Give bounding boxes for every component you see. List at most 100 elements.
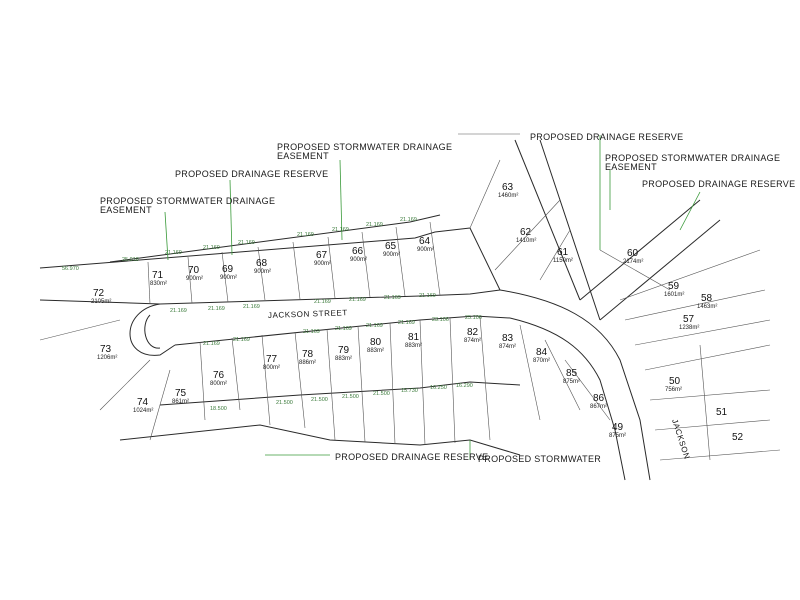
lot-area: 874m² — [499, 344, 516, 350]
lot-area: 900m² — [220, 275, 237, 281]
lot-area: 883m² — [367, 348, 384, 354]
dimension-label: 21.169 — [314, 299, 331, 305]
dimension-label: 21.500 — [311, 397, 328, 403]
boundary-dimensions: 56.970 25.018 21.169 21.169 21.169 21.16… — [62, 217, 482, 412]
dimension-label: 21.169 — [384, 295, 401, 301]
dimension-label: 21.169 — [203, 341, 220, 347]
lot-area: 900m² — [254, 269, 271, 275]
lot-number: 73 — [100, 344, 112, 355]
label-jackson-street-right: JACKSON — [670, 418, 692, 461]
lot-area: 900m² — [350, 257, 367, 263]
lot-number: 86 — [593, 393, 605, 404]
lot-area: 1150m² — [553, 258, 573, 264]
label-drainage-reserve-right: PROPOSED DRAINAGE RESERVE — [642, 179, 795, 189]
lot-number: 66 — [352, 246, 364, 257]
label-stormwater-left-1: PROPOSED STORMWATER DRAINAGE — [100, 196, 275, 206]
lot-area: 830m² — [150, 281, 167, 287]
dimension-label: 21.500 — [342, 394, 359, 400]
dimension-label: 21.169 — [203, 245, 220, 251]
dimension-label: 21.169 — [335, 326, 352, 332]
label-stormwater-right-2: EASEMENT — [605, 162, 657, 172]
dimension-label: 21.169 — [366, 323, 383, 329]
lot-area: 756m² — [665, 387, 682, 393]
lot-number: 69 — [222, 264, 234, 275]
lot-area: 883m² — [335, 356, 352, 362]
dimension-label: 21.169 — [170, 308, 187, 314]
dimension-label: 21.169 — [349, 297, 366, 303]
label-stormwater-top-1: PROPOSED STORMWATER DRAINAGE — [277, 142, 452, 152]
dimension-label: 21.169 — [208, 306, 225, 312]
dimension-label: 21.500 — [373, 391, 390, 397]
dimension-label: 15.730 — [401, 388, 418, 394]
lot-number: 63 — [502, 182, 514, 193]
dimension-label: 21.169 — [165, 250, 182, 256]
lot-area: 2174m² — [623, 259, 643, 265]
label-jackson-street: JACKSON STREET — [268, 308, 348, 320]
dimension-label: 21.169 — [332, 227, 349, 233]
lot-number: 75 — [175, 388, 187, 399]
lot-area: 1238m² — [679, 325, 699, 331]
label-stormwater-top-2: EASEMENT — [277, 151, 329, 161]
dimension-label: 21.169 — [366, 222, 383, 228]
label-stormwater-right-1: PROPOSED STORMWATER DRAINAGE — [605, 153, 780, 163]
lot-number: 65 — [385, 241, 397, 252]
dimension-label: 56.970 — [62, 266, 79, 272]
dimension-label: 25.106 — [465, 315, 482, 321]
lot-labels: 72 2105m² 71 830m² 70 900m² 69 900m² 68 … — [91, 182, 744, 443]
dimension-label: 21.169 — [238, 240, 255, 246]
lot-number: 79 — [338, 345, 350, 356]
lot-number: 80 — [370, 337, 382, 348]
lot-number: 57 — [683, 314, 695, 325]
lot-area: 1460m² — [498, 193, 518, 199]
lot-area: 875m² — [609, 433, 626, 439]
lot-number: 62 — [520, 227, 532, 238]
lot-number: 77 — [266, 354, 278, 365]
dimension-label: 21.169 — [398, 320, 415, 326]
lot-area: 1601m² — [664, 292, 684, 298]
lot-number: 74 — [137, 397, 149, 408]
lot-number: 85 — [566, 368, 578, 379]
lot-number: 81 — [408, 332, 420, 343]
lot-number: 52 — [732, 432, 744, 443]
lot-number: 76 — [213, 370, 225, 381]
lot-number: 71 — [152, 270, 164, 281]
label-drainage-reserve-top: PROPOSED DRAINAGE RESERVE — [530, 132, 683, 142]
dimension-label: 21.500 — [276, 400, 293, 406]
lot-area: 1206m² — [97, 355, 117, 361]
lot-number: 58 — [701, 293, 713, 304]
lot-number: 84 — [536, 347, 548, 358]
lot-number: 59 — [668, 281, 680, 292]
lot-area: 800m² — [263, 365, 280, 371]
label-stormwater-left-2: EASEMENT — [100, 205, 152, 215]
lot-number: 70 — [188, 265, 200, 276]
reserve-labels: PROPOSED DRAINAGE RESERVE PROPOSED STORM… — [100, 132, 795, 464]
label-stormwater-bottom: PROPOSED STORMWATER — [478, 454, 601, 464]
lot-area: 1410m² — [516, 238, 536, 244]
dimension-label: 21.169 — [233, 337, 250, 343]
lot-area: 870m² — [533, 358, 550, 364]
lot-number: 50 — [669, 376, 681, 387]
dimension-label: 25.018 — [122, 257, 139, 263]
lot-number: 68 — [256, 258, 268, 269]
lot-area: 900m² — [186, 276, 203, 282]
lot-area: 800m² — [210, 381, 227, 387]
lot-divisions — [39, 159, 781, 461]
lot-area: 1024m² — [133, 408, 153, 414]
dimension-label: 16.250 — [430, 385, 447, 391]
lot-number: 83 — [502, 333, 514, 344]
lot-area: 883m² — [405, 343, 422, 349]
lot-area: 867m² — [590, 404, 607, 410]
label-drainage-reserve-bottom: PROPOSED DRAINAGE RESERVE — [335, 452, 488, 462]
lot-area: 886m² — [299, 360, 316, 366]
dimension-label: 23.106 — [432, 317, 449, 323]
lot-area: 861m² — [172, 399, 189, 405]
dimension-label: 18.500 — [210, 406, 227, 412]
lot-number: 60 — [627, 248, 639, 259]
lot-area: 1463m² — [697, 304, 717, 310]
dimension-label: 21.169 — [400, 217, 417, 223]
lot-number: 61 — [557, 247, 569, 258]
lot-area: 874m² — [464, 338, 481, 344]
lot-area: 900m² — [417, 247, 434, 253]
lot-number: 72 — [93, 288, 105, 299]
